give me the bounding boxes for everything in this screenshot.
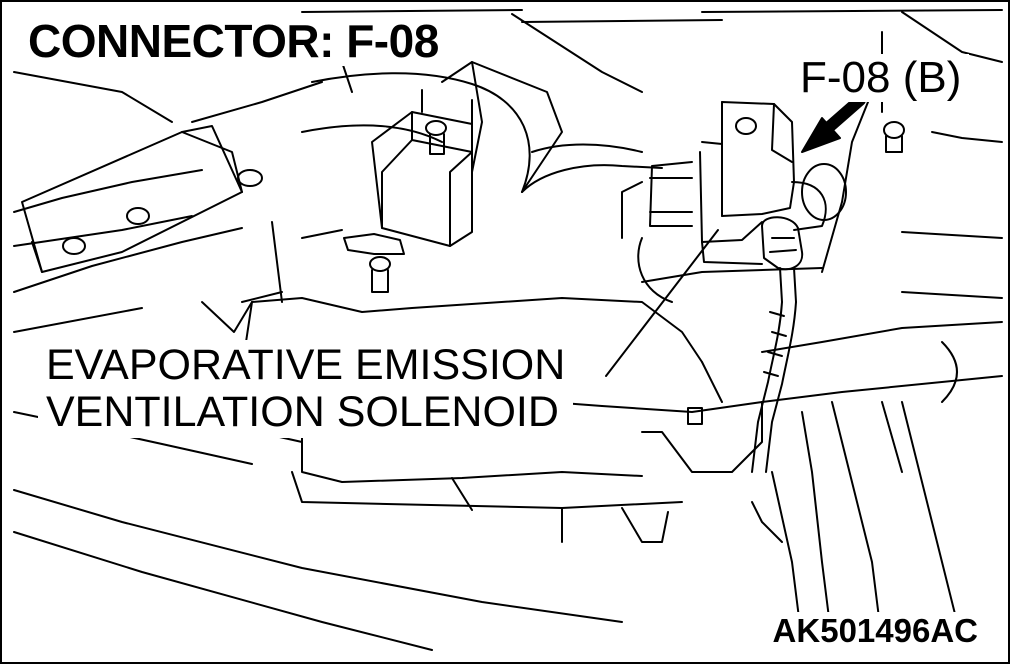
diagram-title: CONNECTOR: F-08 (22, 16, 445, 66)
connector-and-harness (752, 217, 802, 472)
component-label-line-2: VENTILATION SOLENOID (46, 388, 559, 436)
connector-label: F-08 (B) (792, 54, 970, 102)
arrow-pointer-icon (802, 100, 860, 152)
solenoid-body (622, 102, 846, 302)
callout-leader-line (606, 230, 718, 376)
left-bracket-plate (22, 32, 352, 272)
component-callout: EVAPORATIVE EMISSION VENTILATION SOLENOI… (38, 340, 574, 438)
right-side-structure (752, 92, 1002, 642)
component-label-line-1: EVAPORATIVE EMISSION (46, 341, 566, 389)
clamp-bracket (372, 90, 472, 246)
lower-bolt (302, 230, 404, 292)
figure-id: AK501496AC (768, 612, 982, 650)
background-body-lines (14, 10, 1002, 650)
main-hose (302, 62, 662, 192)
